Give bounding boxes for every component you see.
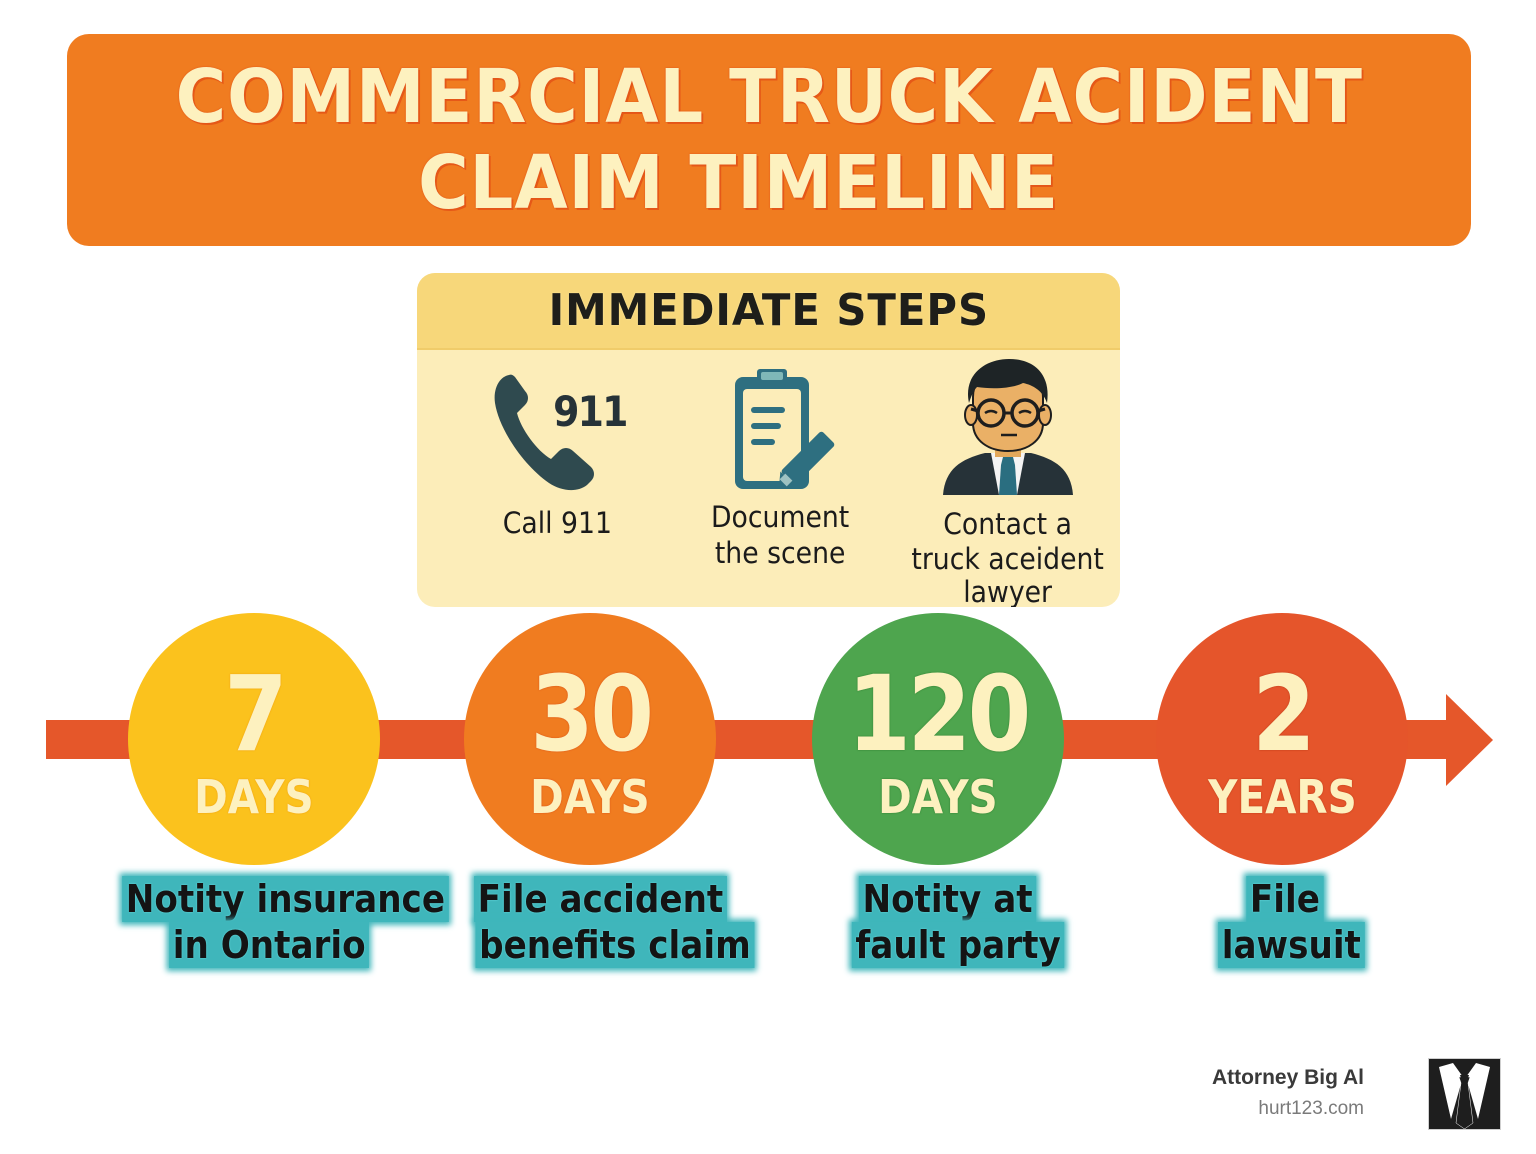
brand-url: hurt123.com	[1258, 1098, 1364, 1119]
milestone-caption-notify-at-fault: Notity at fault party	[840, 876, 1065, 968]
step-label: Contact a truck aceident lawyer	[911, 507, 1105, 607]
brand-logo	[1428, 1058, 1501, 1130]
title-banner: COMMERCIAL TRUCK ACIDENT CLAIM TIMELINE	[67, 34, 1471, 246]
immediate-steps-title: IMMEDIATE STEPS	[548, 285, 989, 336]
milestone-value: 30	[529, 653, 654, 775]
milestone-value: 7	[223, 653, 288, 775]
milestone-30-days: 30 DAYS	[464, 613, 716, 865]
milestone-2-years: 2 YEARS	[1156, 613, 1408, 865]
immediate-steps-panel: IMMEDIATE STEPS 911 Call 911	[417, 273, 1120, 607]
milestone-unit: DAYS	[194, 770, 314, 824]
milestone-caption-file-lawsuit: File lawsuit	[1210, 876, 1365, 968]
lawyer-avatar-icon	[943, 359, 1073, 495]
suit-tie-icon	[1429, 1059, 1500, 1130]
timeline-arrow-icon	[1446, 694, 1493, 786]
title-line-2: CLAIM TIMELINE	[418, 140, 1060, 226]
milestone-value: 2	[1251, 653, 1316, 775]
milestone-value: 120	[847, 653, 1032, 775]
step-document-scene: Document the scene	[685, 365, 875, 571]
step-label: Document the scene	[710, 500, 850, 570]
title-line-1: COMMERCIAL TRUCK ACIDENT	[175, 54, 1363, 140]
clipboard-pencil-icon	[735, 369, 835, 489]
milestone-caption-notify-insurance: Notity insurance in Ontario	[104, 876, 449, 968]
milestone-unit: DAYS	[878, 770, 998, 824]
phone-icon-group: 911	[487, 365, 628, 501]
milestone-unit: DAYS	[530, 770, 650, 824]
milestone-unit: YEARS	[1207, 770, 1357, 824]
step-contact-lawyer: Contact a truck aceident lawyer	[897, 357, 1119, 607]
immediate-steps-header: IMMEDIATE STEPS	[417, 273, 1120, 350]
milestone-caption-file-benefits: File accident benefits claim	[460, 876, 755, 968]
brand-footer: Attorney Big Al hurt123.com	[1200, 1058, 1501, 1130]
milestone-120-days: 120 DAYS	[812, 613, 1064, 865]
step-call-911: 911 Call 911	[477, 365, 637, 541]
step-label: Call 911	[502, 506, 612, 540]
phone-icon	[494, 374, 594, 491]
brand-name: Attorney Big Al	[1211, 1066, 1364, 1089]
phone-911-text: 911	[553, 387, 628, 436]
milestone-7-days: 7 DAYS	[128, 613, 380, 865]
